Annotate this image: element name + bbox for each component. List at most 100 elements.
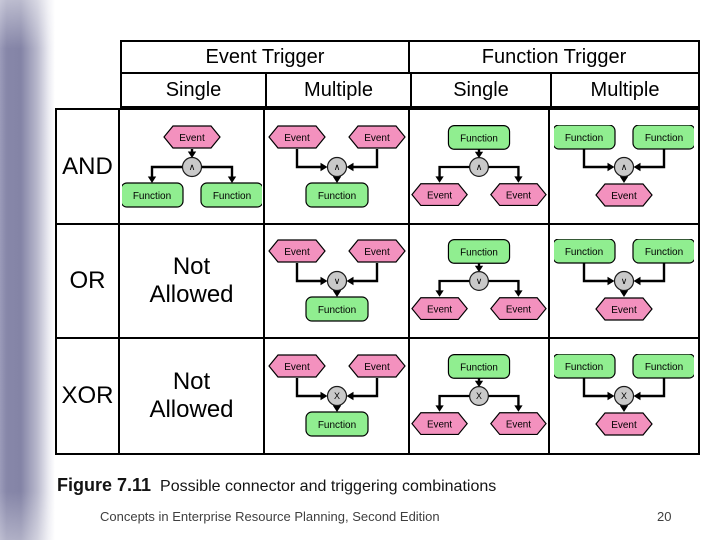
and-connector-icon: ∧ bbox=[469, 156, 489, 177]
arrow-head bbox=[619, 290, 629, 297]
event-label: Event bbox=[427, 420, 452, 431]
arrow-head bbox=[320, 276, 327, 286]
flow-arrow bbox=[150, 165, 183, 177]
arrow-head bbox=[187, 151, 196, 158]
function-node: Function bbox=[632, 239, 694, 264]
connector-circle bbox=[326, 156, 347, 177]
page-number: 20 bbox=[657, 509, 672, 524]
arrow-head bbox=[633, 391, 641, 401]
arrow-head bbox=[474, 380, 484, 388]
function-shape bbox=[632, 239, 694, 264]
row-label-and: AND bbox=[57, 110, 120, 225]
arrow-head bbox=[332, 176, 341, 183]
arrow-head bbox=[346, 391, 353, 401]
flow-arrow bbox=[438, 279, 471, 292]
arrow-head bbox=[320, 391, 327, 401]
not-allowed-line: Allowed bbox=[149, 396, 234, 423]
event-node: Event bbox=[490, 182, 547, 206]
event-shape bbox=[490, 182, 547, 206]
event-node: Event bbox=[490, 412, 547, 436]
event-node: Event bbox=[411, 412, 468, 436]
or-connector-icon: ∨ bbox=[469, 271, 489, 291]
event-node: Event bbox=[347, 354, 406, 378]
connector-symbol: X bbox=[333, 391, 339, 401]
event-shape bbox=[347, 354, 406, 378]
event-label: Event bbox=[427, 190, 452, 201]
flow-arrow bbox=[582, 378, 609, 398]
and-connector-icon: ∧ bbox=[613, 156, 635, 177]
arrow-head bbox=[332, 405, 341, 412]
event-label: Event bbox=[506, 420, 531, 431]
row-label-or: OR bbox=[57, 225, 120, 339]
trigger-group-row: Event Trigger Function Trigger bbox=[122, 42, 698, 74]
event-node: Event bbox=[490, 297, 547, 321]
function-label: Function bbox=[565, 133, 603, 144]
event-node: Event bbox=[347, 239, 406, 263]
event-label: Event bbox=[506, 305, 531, 316]
arrow-head bbox=[332, 290, 341, 297]
arrow-head bbox=[633, 276, 641, 286]
or-connector-icon: ∨ bbox=[326, 270, 347, 292]
flow-arrow bbox=[582, 148, 609, 168]
function-node: Function bbox=[304, 411, 369, 437]
connector-arrows bbox=[582, 148, 666, 183]
event-label: Event bbox=[284, 362, 310, 373]
figure-title: Possible connector and triggering combin… bbox=[160, 478, 497, 495]
connector-arrows bbox=[435, 263, 523, 297]
event-label: Event bbox=[364, 362, 390, 373]
event-label: Event bbox=[611, 305, 637, 316]
flow-arrow bbox=[438, 165, 471, 177]
connector-symbol: ∨ bbox=[621, 276, 628, 286]
event-node: Event bbox=[267, 124, 326, 149]
flow-arrow bbox=[352, 378, 378, 398]
function-node: Function bbox=[447, 124, 511, 150]
arrow-head bbox=[619, 405, 629, 412]
function-shape bbox=[632, 124, 694, 150]
function-shape bbox=[554, 239, 616, 264]
event-label: Event bbox=[364, 133, 390, 144]
function-node: Function bbox=[447, 239, 511, 264]
connector-circle bbox=[613, 385, 635, 407]
header-function-single: Single bbox=[412, 74, 552, 106]
event-shape bbox=[490, 412, 547, 436]
flow-arrow bbox=[200, 165, 233, 177]
arrow-head bbox=[514, 405, 523, 412]
or-connector-icon: ∨ bbox=[613, 270, 635, 292]
connector-symbol: X bbox=[621, 391, 627, 401]
function-node: Function bbox=[121, 181, 184, 208]
connector-symbol: ∧ bbox=[333, 162, 340, 172]
connector-circle bbox=[181, 156, 202, 177]
function-shape bbox=[304, 181, 369, 208]
event-shape bbox=[595, 182, 653, 207]
flow-arrow bbox=[487, 165, 520, 177]
event-node: Event bbox=[595, 412, 653, 436]
event-label: Event bbox=[284, 247, 310, 258]
function-label: Function bbox=[317, 191, 355, 202]
arrow-head bbox=[320, 162, 327, 171]
sidebar-gradient-bar bbox=[0, 0, 55, 540]
connector-arrows bbox=[435, 148, 523, 183]
trigger-header-table: Event Trigger Function Trigger Single Mu… bbox=[120, 40, 700, 108]
arrow-head bbox=[147, 176, 156, 183]
function-node: Function bbox=[199, 181, 262, 208]
connector-arrows bbox=[295, 378, 378, 412]
connector-arrows bbox=[295, 148, 378, 183]
flow-arrow bbox=[295, 263, 321, 283]
arrow-head bbox=[619, 176, 629, 183]
event-shape bbox=[267, 124, 326, 149]
function-node: Function bbox=[447, 354, 511, 379]
event-label: Event bbox=[506, 190, 531, 201]
